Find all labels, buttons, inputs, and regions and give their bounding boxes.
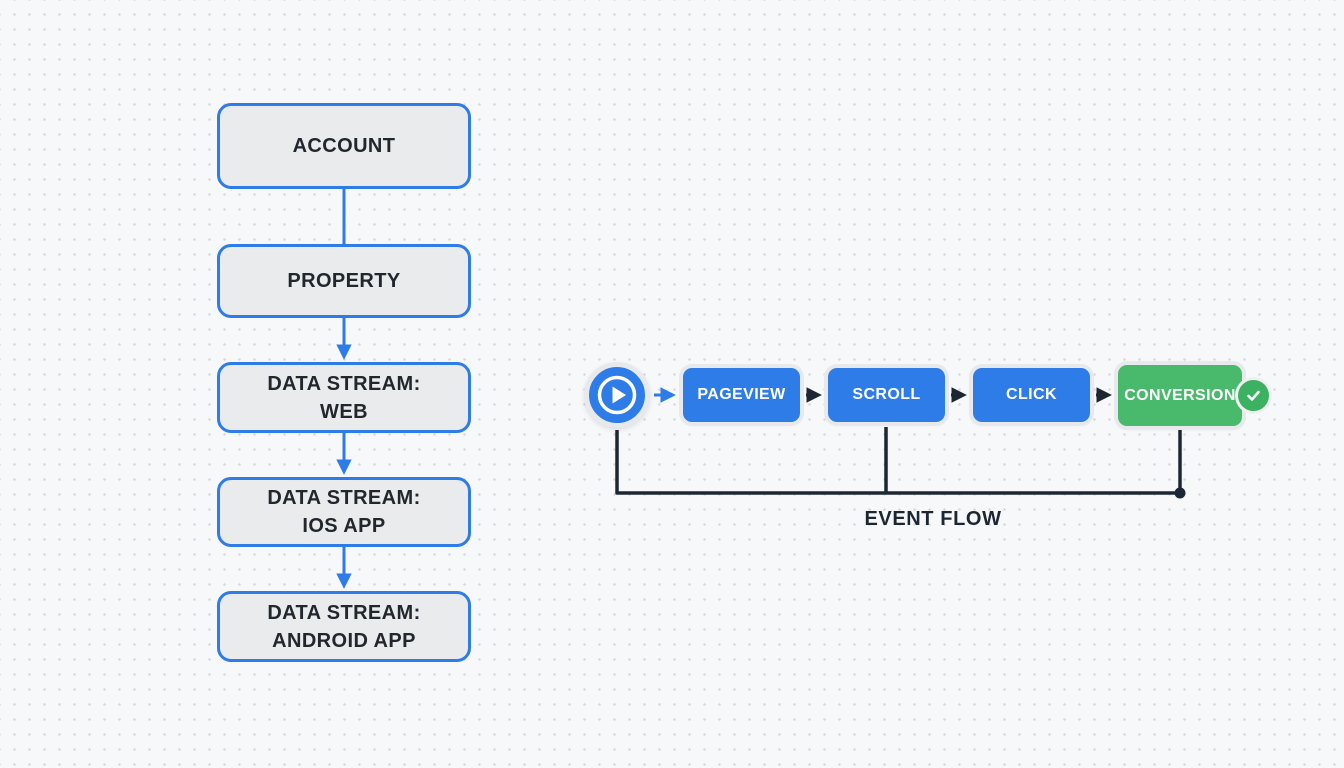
step-conversion-label: CONVERSION: [1124, 386, 1236, 404]
step-scroll: SCROLL: [828, 368, 945, 422]
node-property: PROPERTY: [217, 244, 471, 318]
conversion-success-badge: [1238, 379, 1269, 411]
event-flow-caption: EVENT FLOW: [864, 508, 1002, 530]
node-data-stream-ios: DATA STREAM: IOS APP: [217, 477, 471, 547]
bracket-line: [615, 430, 1180, 495]
step-conversion: CONVERSION: [1118, 365, 1269, 426]
event-flow-bracket: [615, 427, 1186, 499]
step-click: CLICK: [973, 368, 1090, 422]
play-button: [584, 362, 650, 428]
check-icon: [1247, 390, 1260, 401]
node-data-stream-web: DATA STREAM: WEB: [217, 362, 471, 433]
bracket-end-dot: [1174, 487, 1186, 499]
step-pageview: PAGEVIEW: [683, 368, 800, 422]
node-account: ACCOUNT: [217, 103, 471, 189]
node-data-stream-android: DATA STREAM: ANDROID APP: [217, 591, 471, 662]
play-icon: [597, 375, 637, 415]
